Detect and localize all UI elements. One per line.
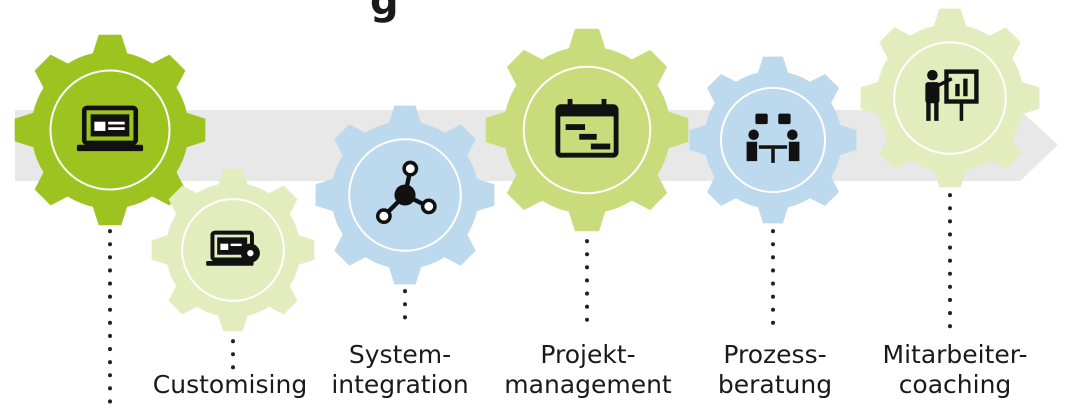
laptop-settings-icon [206, 230, 260, 266]
step-6-gear [860, 8, 1040, 188]
step-5-gear [689, 56, 857, 224]
step-3-gear [315, 105, 495, 285]
step-4-label-line-1: Projekt- [540, 340, 636, 369]
step-5-label-line-1: Prozess- [723, 340, 827, 369]
step-4-label: Projekt- management [498, 340, 678, 400]
step-4-gear [485, 28, 689, 232]
laptop-browser-icon [76, 105, 144, 152]
step-5-label: Prozess- beratung [695, 340, 855, 400]
network-nodes-icon [375, 160, 437, 225]
step-2-gear [151, 168, 315, 332]
step-4-ring [522, 65, 652, 195]
meeting-table-icon [746, 113, 800, 163]
step-2-label-line-1: Customising [152, 370, 308, 399]
step-3-label: System- integration [320, 340, 480, 400]
step-5-label-line-2: beratung [717, 370, 833, 399]
step-6-label: Mitarbeiter- coaching [865, 340, 1045, 400]
step-4-label-line-2: management [504, 370, 672, 399]
step-5-ring [719, 86, 827, 194]
step-6-label-line-2: coaching [898, 370, 1012, 399]
step-1-gear [14, 34, 206, 226]
step-6-label-line-1: Mitarbeiter- [882, 340, 1028, 369]
presenter-board-icon [925, 69, 979, 121]
step-6-ring [893, 41, 1007, 155]
step-3-label-line-2: integration [331, 370, 469, 399]
step-3-label-line-1: System- [348, 340, 452, 369]
step-2-label: Customising [150, 370, 310, 400]
diagram-title-fragment: g [370, 0, 399, 24]
calendar-gantt-icon [555, 98, 619, 158]
